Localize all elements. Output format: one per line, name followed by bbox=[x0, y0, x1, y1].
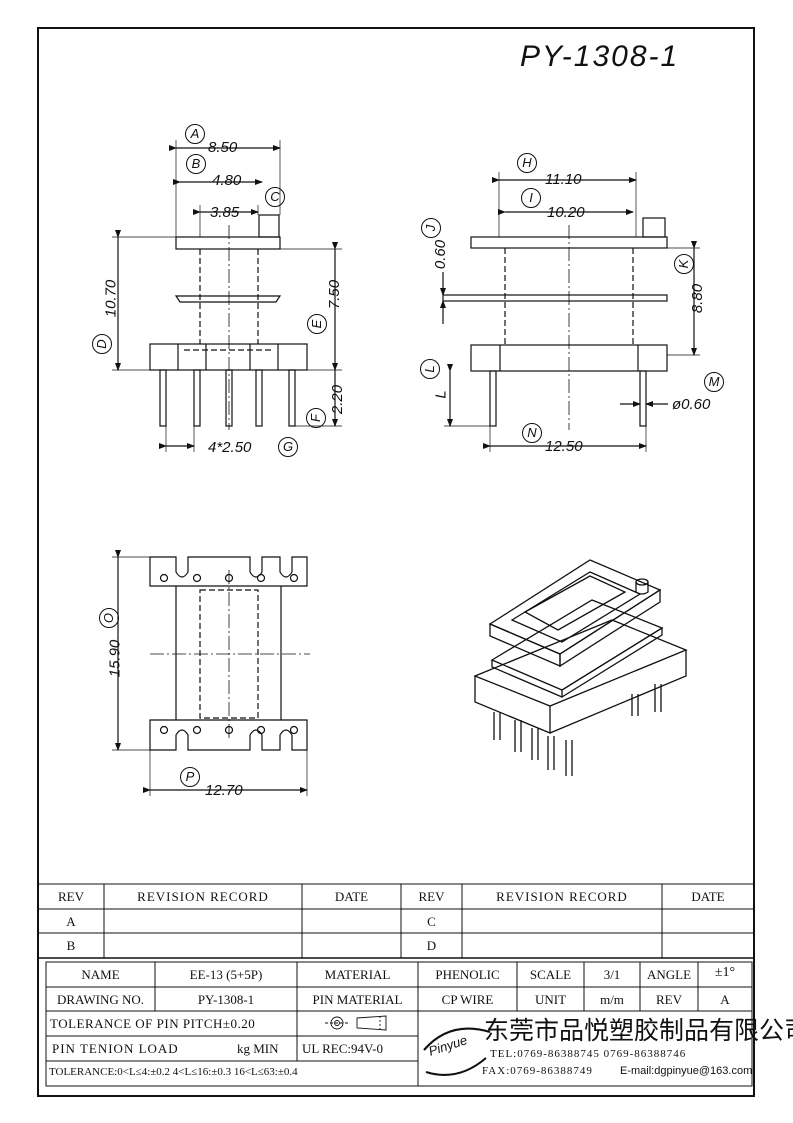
drawing-no-value: PY-1308-1 bbox=[197, 992, 255, 1007]
rev-value: A bbox=[720, 992, 730, 1007]
dim-label-j: J bbox=[421, 218, 441, 238]
company-tel: TEL:0769-86388745 0769-86388746 bbox=[490, 1048, 687, 1060]
dim-value-j: 0.60 bbox=[432, 239, 450, 270]
drawing-no-label: DRAWING NO. bbox=[56, 992, 145, 1007]
name-value: EE-13 (5+5P) bbox=[189, 967, 263, 982]
dim-value-m: ø0.60 bbox=[672, 396, 711, 413]
side-view bbox=[440, 172, 700, 452]
rev-label: REV bbox=[656, 992, 682, 1007]
dim-value-h: 11.10 bbox=[545, 171, 582, 188]
rev-header-right: REV bbox=[418, 889, 445, 904]
record-header-right: REVISION RECORD bbox=[496, 889, 628, 904]
sheet-border bbox=[37, 27, 755, 1097]
tolerance-line: TOLERANCE:0<L≤4:±0.2 4<L≤16:±0.3 16<L≤63… bbox=[49, 1066, 298, 1078]
dim-label-f: F bbox=[306, 408, 326, 428]
company-name: 东莞市品悦塑胶制品有限公司 bbox=[484, 1016, 793, 1045]
dim-value-e: 7.50 bbox=[326, 279, 344, 310]
scale-label: SCALE bbox=[529, 967, 572, 982]
dim-label-d: D bbox=[92, 334, 112, 354]
scale-value: 3/1 bbox=[603, 967, 621, 982]
dim-value-f: 2.20 bbox=[329, 384, 347, 415]
front-view bbox=[112, 140, 342, 452]
date-header-left: DATE bbox=[334, 889, 369, 904]
dim-value-a: 8.50 bbox=[208, 139, 238, 156]
material-label: MATERIAL bbox=[324, 967, 391, 982]
ul-rec: UL REC:94V-0 bbox=[302, 1041, 384, 1056]
angle-value: ±1° bbox=[714, 965, 736, 980]
dim-label-h: H bbox=[517, 153, 537, 173]
rev-row-d: D bbox=[426, 938, 437, 953]
pin-material-value: CP WIRE bbox=[441, 992, 494, 1007]
dim-label-c: C bbox=[265, 187, 285, 207]
dim-value-c: 3.85 bbox=[210, 204, 240, 221]
pin-tension-label: PIN TENION LOAD bbox=[52, 1041, 179, 1056]
company-email: E-mail:dgpinyue@163.com bbox=[620, 1065, 753, 1077]
dim-value-d: 10.70 bbox=[102, 279, 120, 318]
dim-label-b: B bbox=[186, 154, 206, 174]
company-fax: FAX:0769-86388749 bbox=[482, 1065, 593, 1077]
material-value: PHENOLIC bbox=[435, 967, 500, 982]
dim-label-g: G bbox=[278, 437, 298, 457]
dim-label-l: L bbox=[420, 359, 440, 379]
pin-material-label: PIN MATERIAL bbox=[312, 992, 403, 1007]
bottom-view bbox=[112, 550, 310, 796]
unit-value: m/m bbox=[600, 992, 624, 1007]
rev-row-b: B bbox=[66, 938, 76, 953]
dim-value-l: L bbox=[432, 390, 450, 399]
dim-value-k: 8.80 bbox=[689, 283, 707, 314]
rev-header-left: REV bbox=[58, 889, 84, 904]
dim-label-i: I bbox=[521, 188, 541, 208]
record-header-left: REVISION RECORD bbox=[137, 889, 269, 904]
date-header-right: DATE bbox=[691, 889, 725, 904]
dim-value-o: 15.90 bbox=[106, 639, 124, 678]
name-label: NAME bbox=[81, 967, 120, 982]
dim-label-p: P bbox=[180, 767, 200, 787]
unit-label: UNIT bbox=[534, 992, 567, 1007]
isometric-view bbox=[473, 559, 688, 776]
dim-label-n: N bbox=[522, 423, 542, 443]
rev-row-c: C bbox=[427, 914, 436, 929]
projection-symbol-icon bbox=[325, 1015, 387, 1031]
revision-table bbox=[38, 883, 754, 959]
dim-label-m: M bbox=[704, 372, 724, 392]
dim-value-i: 10.20 bbox=[547, 204, 585, 221]
dim-value-b: 4.80 bbox=[212, 172, 242, 189]
pin-tension-unit: kg MIN bbox=[237, 1041, 279, 1056]
angle-label: ANGLE bbox=[646, 967, 692, 982]
dim-value-g: 4*2.50 bbox=[208, 439, 252, 456]
dim-value-n: 12.50 bbox=[545, 438, 583, 455]
rev-row-a: A bbox=[66, 914, 76, 929]
dim-label-o: O bbox=[99, 608, 119, 628]
tolerance-pitch: TOLERANCE OF PIN PITCH±0.20 bbox=[50, 1016, 256, 1031]
company-logo bbox=[423, 1027, 491, 1076]
drawing-title: PY-1308-1 bbox=[520, 40, 680, 73]
dim-label-a: A bbox=[185, 124, 205, 144]
dim-value-p: 12.70 bbox=[205, 782, 243, 799]
dim-label-e: E bbox=[307, 314, 327, 334]
dim-label-k: K bbox=[674, 254, 694, 274]
title-block bbox=[45, 961, 753, 1087]
